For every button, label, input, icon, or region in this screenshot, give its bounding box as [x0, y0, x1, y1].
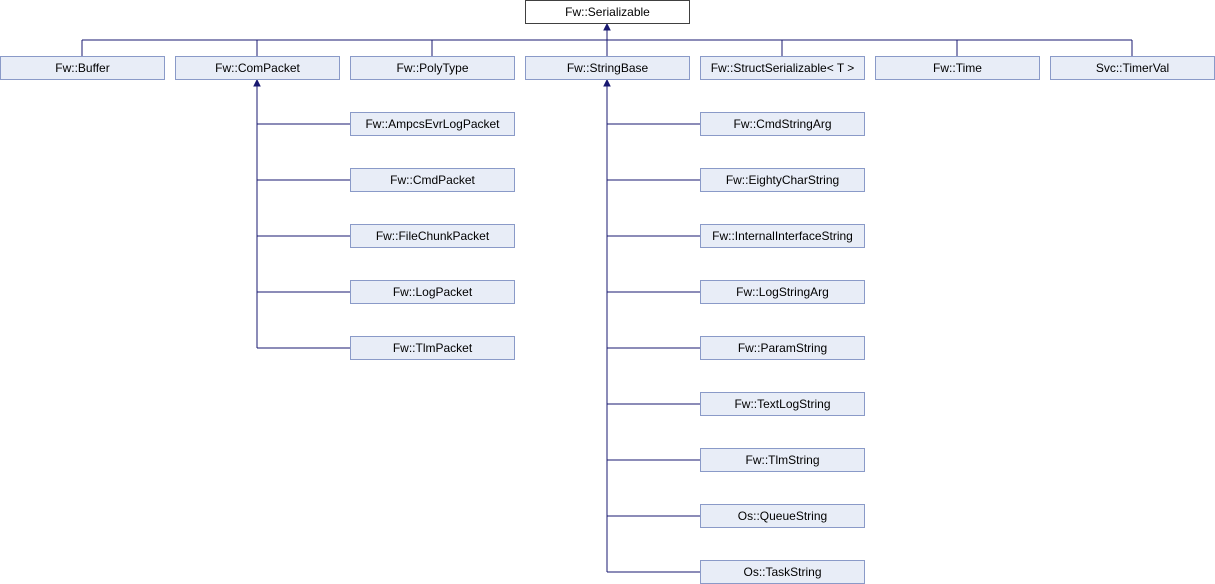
class-node-fw-compacket[interactable]: Fw::ComPacket: [175, 56, 340, 80]
class-node-fw-cmdstringarg[interactable]: Fw::CmdStringArg: [700, 112, 865, 136]
class-node-os-queuestring[interactable]: Os::QueueString: [700, 504, 865, 528]
class-node-fw-structserializable[interactable]: Fw::StructSerializable< T >: [700, 56, 865, 80]
arrowhead-root: [603, 22, 611, 31]
class-node-svc-timerval[interactable]: Svc::TimerVal: [1050, 56, 1215, 80]
class-node-fw-internalinterfacestring[interactable]: Fw::InternalInterfaceString: [700, 224, 865, 248]
class-node-fw-cmdpacket[interactable]: Fw::CmdPacket: [350, 168, 515, 192]
class-node-fw-textlogstring[interactable]: Fw::TextLogString: [700, 392, 865, 416]
class-node-fw-buffer[interactable]: Fw::Buffer: [0, 56, 165, 80]
class-node-fw-logpacket[interactable]: Fw::LogPacket: [350, 280, 515, 304]
class-node-fw-eightycharstring[interactable]: Fw::EightyCharString: [700, 168, 865, 192]
class-node-fw-polytype[interactable]: Fw::PolyType: [350, 56, 515, 80]
class-node-os-taskstring[interactable]: Os::TaskString: [700, 560, 865, 584]
arrowhead-compacket: [253, 78, 261, 87]
class-node-fw-logstringarg[interactable]: Fw::LogStringArg: [700, 280, 865, 304]
class-node-fw-filechunkpacket[interactable]: Fw::FileChunkPacket: [350, 224, 515, 248]
class-node-fw-time[interactable]: Fw::Time: [875, 56, 1040, 80]
arrowhead-stringbase: [603, 78, 611, 87]
class-node-fw-stringbase[interactable]: Fw::StringBase: [525, 56, 690, 80]
class-node-fw-tlmpacket[interactable]: Fw::TlmPacket: [350, 336, 515, 360]
class-node-fw-serializable[interactable]: Fw::Serializable: [525, 0, 690, 24]
class-node-fw-tlmstring[interactable]: Fw::TlmString: [700, 448, 865, 472]
class-node-fw-ampcsevrlogpacket[interactable]: Fw::AmpcsEvrLogPacket: [350, 112, 515, 136]
class-node-fw-paramstring[interactable]: Fw::ParamString: [700, 336, 865, 360]
